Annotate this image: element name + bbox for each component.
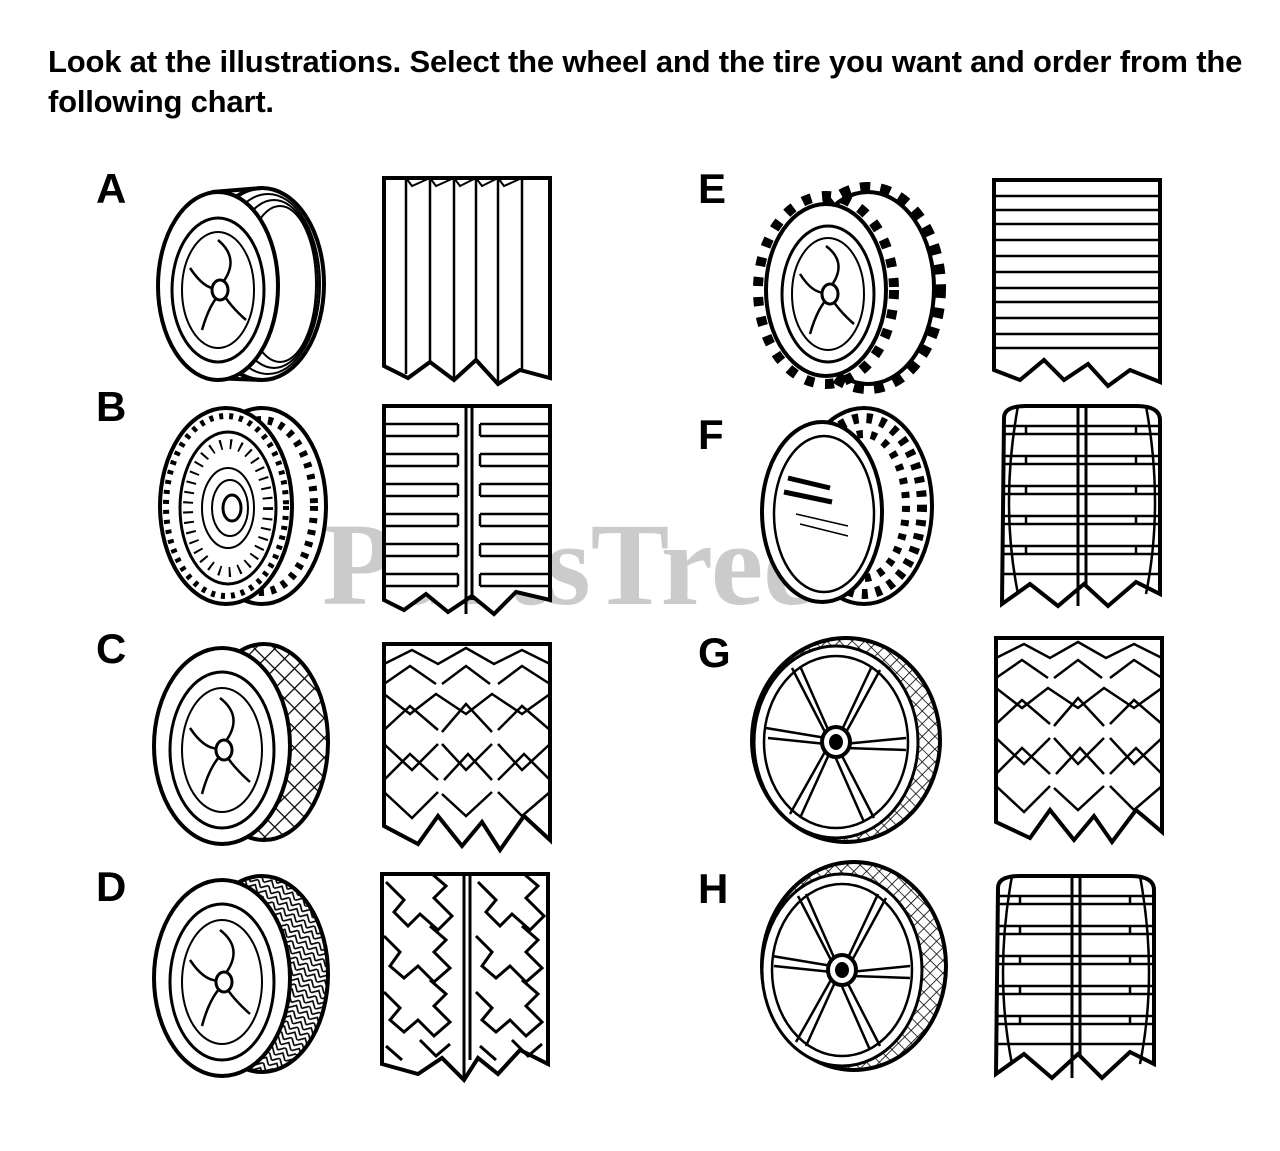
tread-a [382,172,554,391]
wheel-f [752,402,942,617]
tread-g [994,634,1166,851]
tread-b [382,402,554,621]
diamond-knurl-wheel-icon [152,642,330,846]
tread-d [380,870,552,1087]
bone-tread-wheel-icon [152,874,330,1078]
option-label-b: B [96,383,127,430]
wheel-b [146,400,336,615]
curved-bar-tread-icon [999,404,1162,609]
wheel-g [744,634,944,851]
option-label-a: A [96,165,127,212]
wheel-a [150,180,335,390]
smooth-rib-wheel-icon [156,186,326,382]
horizontal-block-tread-icon [382,404,552,617]
vertical-rib-tread-icon [382,176,552,387]
horizontal-bar-tread-icon [992,178,1162,389]
tread-e [992,176,1164,395]
option-label-d: D [96,863,127,910]
option-label-e: E [698,165,727,212]
tread-c [382,640,554,857]
spoked-knurl-wheel-icon-h [760,860,948,1072]
wheel-c [146,638,336,853]
wheel-e [753,182,946,395]
gear-lug-wheel-icon [753,182,946,394]
spoked-knurl-wheel-icon [750,636,942,844]
instructions-text: Look at the illustrations. Select the wh… [48,44,1243,119]
option-label-h: H [698,865,729,912]
hubcap-lug-wheel-icon [760,406,934,606]
bone-lug-tread-icon [380,872,550,1084]
zigzag-tread-icon [382,642,552,854]
wheel-d [146,870,336,1087]
tread-f [996,404,1168,619]
wheel-h [752,858,952,1079]
block-lug-wheel-icon [158,406,328,606]
curved-bar-tread-icon-h [993,874,1156,1081]
option-label-f: F [698,411,724,458]
option-label-c: C [96,625,127,672]
tread-h [990,874,1162,1091]
option-label-g: G [698,629,731,676]
zigzag-tread-icon-g [994,636,1164,846]
